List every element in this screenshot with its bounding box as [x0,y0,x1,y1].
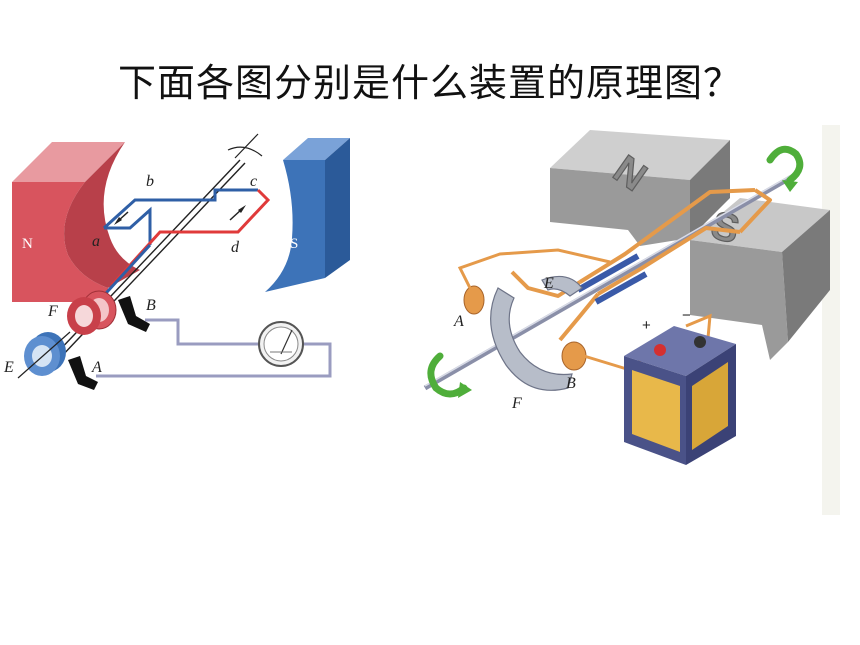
magnet-s-label: S [290,236,298,252]
magnet-n-label: N [22,236,33,252]
label-F: F [47,303,58,320]
rotation-arrow-icon [427,145,804,398]
galvanometer-icon [258,321,304,367]
brush-icon [561,341,587,371]
slip-ring-icon [67,290,117,335]
label-F: F [511,395,522,412]
label-c: c [250,173,257,190]
magnet-s-icon: S [265,138,350,292]
label-E: E [543,275,554,292]
brush-icon [118,296,150,332]
magnet-n-icon: N [12,142,140,302]
label-a: a [92,233,100,250]
brush-icon [68,356,98,390]
label-b: b [146,173,154,190]
split-ring-commutator-icon [490,275,583,391]
label-d: d [231,239,240,256]
label-E: E [3,359,14,376]
label-B: B [566,375,576,392]
label-A: A [453,313,464,330]
label-B: B [146,297,156,314]
brush-icon [463,285,485,315]
generator-diagram: N S b c a [3,133,350,390]
battery-icon: + − [624,307,736,465]
motor-diagram: N S + − [423,125,840,515]
label-A: A [91,359,102,376]
magnet-n-icon: N [550,130,730,246]
battery-minus-label: − [682,307,691,324]
page-title: 下面各图分别是什么装置的原理图？ [117,61,742,105]
rotation-arrow-icon [227,146,263,157]
battery-plus-label: + [642,317,651,334]
